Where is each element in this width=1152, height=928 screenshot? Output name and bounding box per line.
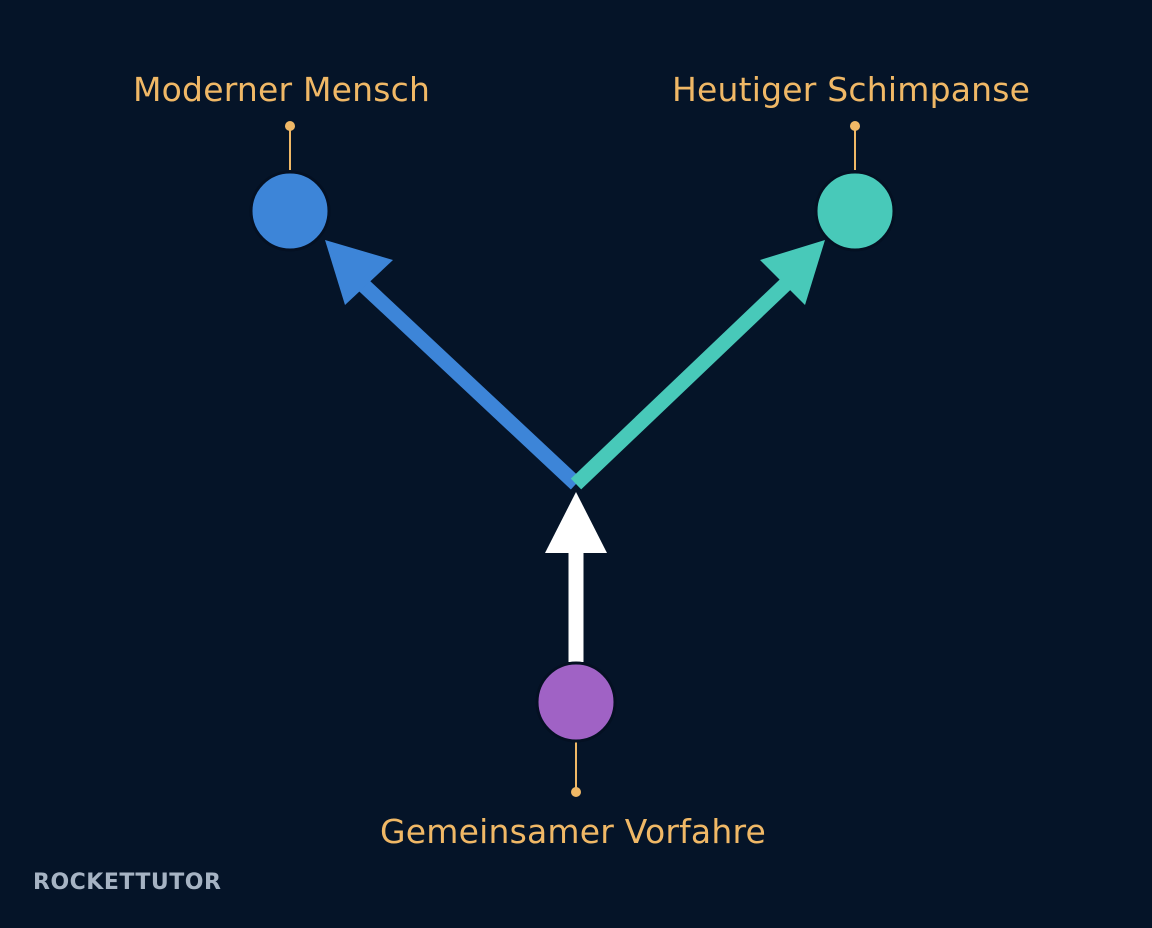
- chimp-label: Heutiger Schimpanse: [672, 70, 1031, 109]
- human-leader-dot: [285, 121, 295, 131]
- ancestor-arrow-head: [545, 492, 607, 553]
- ancestor-leader-dot: [571, 787, 581, 797]
- chimp-node: [814, 170, 896, 252]
- human-node: [249, 170, 331, 252]
- ancestor-label: Gemeinsamer Vorfahre: [380, 812, 766, 851]
- ancestor-node: [535, 661, 617, 743]
- logo-text: ROCKETTUTOR: [33, 870, 222, 895]
- chimp-arrow-shaft: [570, 274, 796, 490]
- human-label: Moderner Mensch: [133, 70, 431, 109]
- chimp-arrow-head: [760, 240, 825, 305]
- human-arrow-head: [325, 240, 393, 305]
- human-arrow-shaft: [352, 274, 582, 490]
- chimp-leader-dot: [850, 121, 860, 131]
- rockettutor-logo: ROCKETTUTOR: [33, 870, 221, 895]
